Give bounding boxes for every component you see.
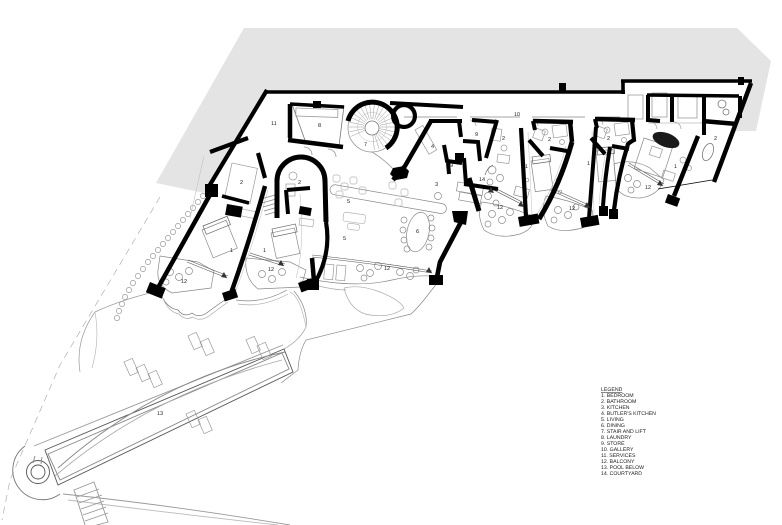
svg-text:12: 12 [569, 206, 575, 212]
svg-text:12: 12 [645, 185, 651, 191]
svg-text:9: 9 [450, 163, 453, 169]
svg-text:2: 2 [714, 136, 717, 142]
svg-text:2: 2 [298, 180, 301, 186]
svg-text:2. BATHROOM: 2. BATHROOM [601, 399, 636, 405]
svg-text:5: 5 [347, 199, 350, 205]
svg-text:5: 5 [343, 236, 346, 242]
svg-text:14. COURTYARD: 14. COURTYARD [601, 471, 642, 477]
svg-text:4: 4 [431, 144, 434, 150]
svg-text:3: 3 [435, 182, 438, 188]
svg-text:12. BALCONY: 12. BALCONY [601, 459, 635, 465]
svg-text:14: 14 [479, 177, 485, 183]
svg-text:3. KITCHEN: 3. KITCHEN [601, 405, 630, 411]
svg-text:9. STORE: 9. STORE [601, 441, 625, 447]
svg-text:4. BUTLER'S KITCHEN: 4. BUTLER'S KITCHEN [601, 411, 656, 417]
svg-text:8: 8 [318, 123, 321, 129]
svg-text:12: 12 [268, 267, 274, 273]
svg-text:5: 5 [461, 155, 464, 161]
svg-text:LEGEND: LEGEND [601, 387, 623, 393]
svg-text:13: 13 [157, 411, 163, 417]
svg-text:12: 12 [384, 266, 390, 272]
svg-text:1: 1 [587, 161, 590, 167]
svg-text:8. LAUNDRY: 8. LAUNDRY [601, 435, 632, 441]
svg-text:2: 2 [502, 136, 505, 142]
svg-text:2: 2 [240, 180, 243, 186]
svg-text:1: 1 [230, 248, 233, 254]
svg-text:1: 1 [263, 248, 266, 254]
svg-text:7. STAIR AND LIFT: 7. STAIR AND LIFT [601, 429, 647, 435]
svg-text:9: 9 [475, 132, 478, 138]
svg-text:6. DINING: 6. DINING [601, 423, 625, 429]
svg-text:5. LIVING: 5. LIVING [601, 417, 624, 423]
svg-text:11. SERVICES: 11. SERVICES [601, 453, 636, 459]
svg-text:1: 1 [674, 164, 677, 170]
svg-text:6: 6 [416, 229, 419, 235]
svg-text:2: 2 [548, 137, 551, 143]
svg-text:13. POOL BELOW: 13. POOL BELOW [601, 465, 644, 471]
svg-text:12: 12 [497, 205, 503, 211]
svg-text:10: 10 [514, 112, 520, 118]
svg-text:7: 7 [364, 142, 367, 148]
svg-text:1. BEDROOM: 1. BEDROOM [601, 393, 634, 399]
svg-text:12: 12 [181, 279, 187, 285]
svg-text:11: 11 [271, 121, 277, 127]
svg-text:1: 1 [525, 164, 528, 170]
svg-text:2: 2 [607, 136, 610, 142]
svg-text:10. GALLERY: 10. GALLERY [601, 447, 634, 453]
